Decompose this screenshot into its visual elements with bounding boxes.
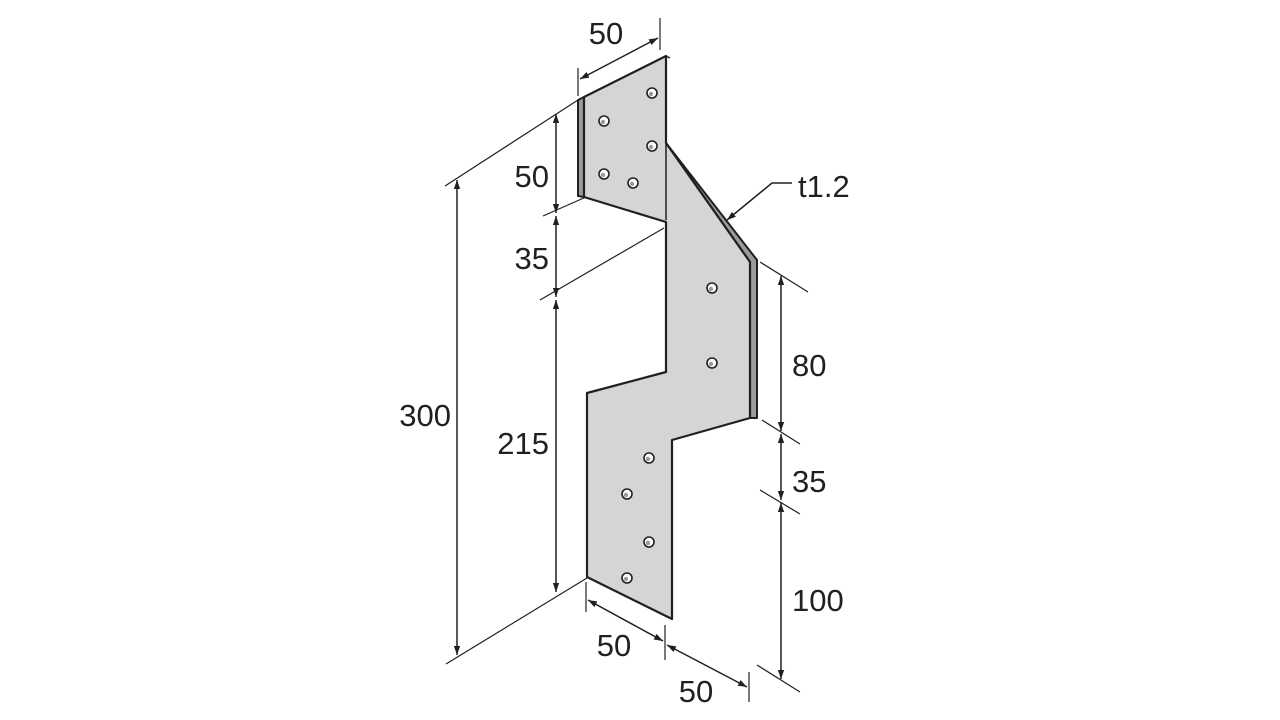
dimension-lines [453, 37, 792, 688]
label-right-upper-height: 80 [792, 348, 826, 383]
label-top-width: 50 [589, 16, 623, 51]
label-bottom-width-inner: 50 [597, 628, 631, 663]
hole [643, 536, 655, 548]
label-top-tab-height: 50 [515, 159, 549, 194]
label-lower-height: 215 [497, 426, 549, 461]
hole [627, 177, 639, 189]
hole [621, 488, 633, 500]
plate-face [582, 54, 752, 621]
hole [621, 572, 633, 584]
screw-holes [598, 87, 718, 584]
thickness-leader [726, 182, 792, 221]
label-notch-height: 35 [515, 241, 549, 276]
hole [643, 452, 655, 464]
label-right-lower-height: 100 [792, 583, 844, 618]
label-total-height: 300 [399, 398, 451, 433]
dim-line-bottom-outer [666, 644, 748, 688]
label-bottom-width-outer: 50 [679, 674, 713, 709]
label-thickness: t1.2 [798, 169, 850, 204]
hole [598, 168, 610, 180]
dimension-labels: 50 50 35 215 300 t1.2 80 35 100 50 50 [399, 16, 849, 709]
hole [706, 357, 718, 369]
bracket-plate [577, 54, 758, 621]
hole [598, 115, 610, 127]
hole [646, 140, 658, 152]
dim-line-top-width [579, 37, 659, 80]
hole [646, 87, 658, 99]
label-right-notch-height: 35 [792, 464, 826, 499]
dim-line-bottom-inner [587, 599, 664, 642]
hole [706, 282, 718, 294]
